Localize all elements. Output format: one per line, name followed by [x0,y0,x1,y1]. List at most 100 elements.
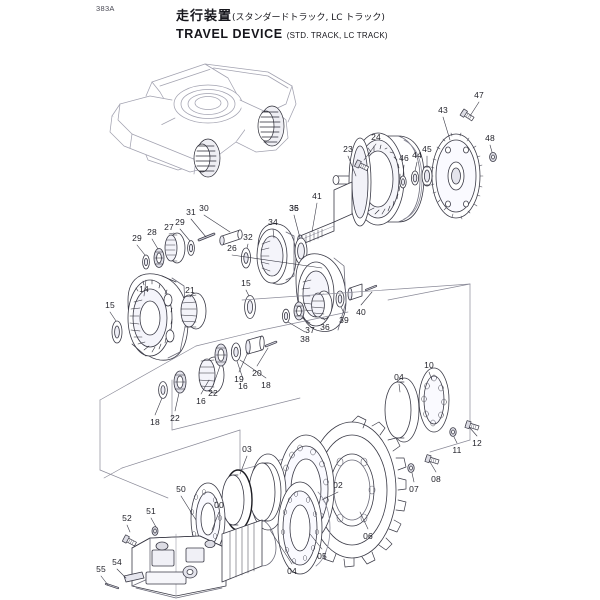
callout-19-19: 19 [234,374,244,384]
gear-16a [198,356,225,394]
part-52-bolt [121,534,138,548]
part-46-washer [399,175,407,189]
part-47-bolt [459,108,476,123]
part-08-bolt [424,454,440,466]
callout-11-10: 11 [452,445,462,455]
reduction-housing-14 [127,273,189,361]
planet-carrier-34 [256,223,297,285]
callout-12-11: 12 [472,438,482,448]
seal-15b [244,295,256,319]
callout-10-9: 10 [424,360,434,370]
pin-31 [197,232,216,242]
gear-36a [311,290,333,320]
washer-18a [158,381,168,399]
callout-50-49: 50 [176,484,186,494]
callout-16-16: 16 [238,381,248,391]
callout-29-29: 29 [132,233,142,243]
part-54-plate [123,571,145,583]
gear-27 [164,232,186,264]
motor-flange-02b [277,481,331,575]
callout-28-28: 28 [147,227,157,237]
washer-29a [142,254,150,270]
bearing-10 [418,367,450,433]
title-japanese: 走行装置(スタンダードトラック, LC トラック) [176,9,388,24]
callout-44-44: 44 [412,150,422,160]
motor-barrel-50 [221,519,277,583]
callout-40-41: 40 [356,307,366,317]
title-english-paren: (STD. TRACK, LC TRACK) [286,31,388,41]
pin-20 [264,340,278,348]
callout-36-36: 36 [289,203,299,213]
callout-04-6: 04 [394,372,404,382]
callout-34-34: 34 [268,217,278,227]
callout-48-48: 48 [485,133,495,143]
callout-46-46: 46 [399,153,409,163]
callout-39-40: 39 [339,315,349,325]
callout-37-38: 37 [305,325,315,335]
callout-43-43: 43 [438,105,448,115]
part-12-bolt [464,420,480,432]
callout-06-5: 06 [363,531,373,541]
pin-40 [364,284,378,292]
callout-14-12: 14 [139,284,149,294]
part-45-bearing [421,165,433,187]
callout-21-21: 21 [185,285,195,295]
callout-08-8: 08 [431,474,441,484]
part-07-nut [407,463,415,473]
title-japanese-main: 走行装置 [176,9,233,24]
callout-41-42: 41 [312,191,322,201]
title-english: TRAVEL DEVICE (STD. TRACK, LC TRACK) [176,27,388,41]
brake-plate-teeth [429,132,484,220]
ring-04b [384,377,420,443]
bearing-37 [293,301,305,321]
callout-29-30: 29 [175,217,185,227]
callout-26-26: 26 [227,243,237,253]
callout-18-18: 18 [261,380,271,390]
thrust-washer-32 [240,247,251,269]
bearing-22b [214,343,228,367]
callout-23-24: 23 [343,144,353,154]
callout-05-4: 05 [317,551,327,561]
callout-47-47: 47 [474,90,484,100]
title-japanese-paren: (スタンダードトラック, LC トラック) [232,13,385,23]
title-english-main: TRAVEL DEVICE [176,27,283,42]
flange-02 [189,482,226,556]
callout-00-0: 00 [214,500,224,510]
callout-15-13: 15 [105,300,115,310]
callout-07-7: 07 [409,484,419,494]
callout-16-15: 16 [196,396,206,406]
callout-20-20: 20 [252,368,262,378]
brake-plate-43 [429,132,484,220]
washer-39 [335,290,345,308]
callout-03-2: 03 [242,444,252,454]
part-51-washer [151,526,159,536]
leader-lines [100,101,493,586]
track-frame-sprocket-front [193,138,221,178]
callout-24-25: 24 [371,132,381,142]
callout-30-31: 30 [199,203,209,213]
callout-36-37: 36 [320,322,330,332]
callout-15-14: 15 [241,278,251,288]
part-11-nut [449,427,457,437]
callout-45-45: 45 [422,144,432,154]
callout-31-32: 31 [186,207,196,217]
seal-15a [111,320,123,344]
pin-19 [245,335,265,355]
travel-motor-00 [131,533,227,599]
callout-35-35: 35 [289,203,299,213]
washer-18b [230,342,241,362]
part-44-collar [410,170,419,186]
washer-29b [187,240,195,256]
gear-21 [180,292,207,330]
seal-ring-03 [221,469,253,531]
callout-38-39: 38 [300,334,310,344]
bearing-28 [153,248,165,268]
track-frame-sprocket-rear [257,105,285,147]
seal-ring-04a [248,453,287,531]
track-frame-overview [109,63,297,175]
callout-22-22: 22 [170,413,180,423]
callout-22-23: 22 [208,388,218,398]
callout-52-51: 52 [122,513,132,523]
